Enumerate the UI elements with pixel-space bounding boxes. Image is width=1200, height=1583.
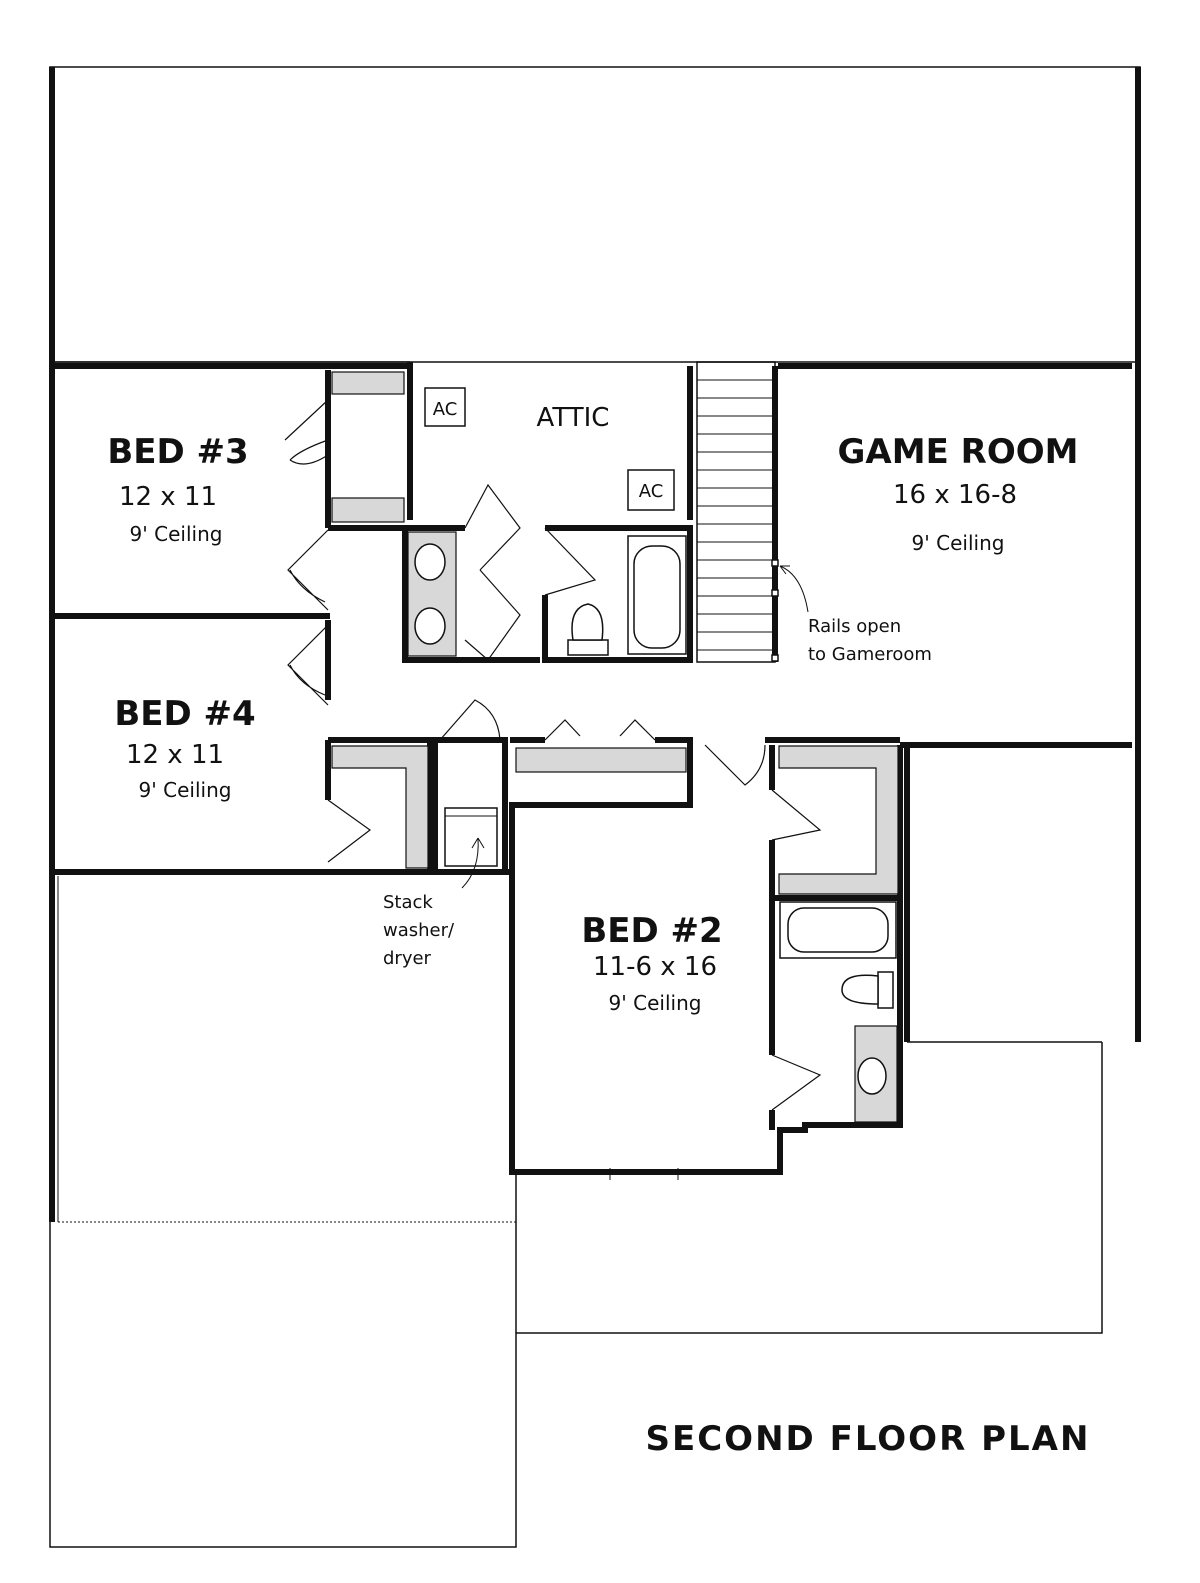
plan-title: SECOND FLOOR PLAN: [646, 1419, 1091, 1459]
bed2-ceiling: 9' Ceiling: [609, 991, 702, 1015]
room-labels: BED #3 12 x 11 9' Ceiling BED #4 12 x 11…: [107, 399, 1078, 1015]
bed3-name: BED #3: [107, 432, 248, 472]
bed3-size: 12 x 11: [119, 482, 217, 512]
bed4-ceiling: 9' Ceiling: [139, 778, 232, 802]
closet-shelves: [331, 371, 899, 1123]
gameroom-ceiling: 9' Ceiling: [912, 531, 1005, 555]
doors: [284, 399, 822, 1180]
stairs: [696, 361, 779, 663]
bath-fixtures: [414, 535, 897, 1095]
ac-unit-box: [424, 387, 466, 427]
laundry-note-line1: Stack: [383, 892, 433, 913]
ac-unit-box: [627, 469, 675, 511]
interior-walls: [325, 370, 900, 1130]
gameroom-size: 16 x 16-8: [893, 480, 1017, 510]
ac-label-2: AC: [639, 481, 664, 502]
laundry-note-line3: dryer: [383, 948, 432, 969]
bed4-size: 12 x 11: [126, 740, 224, 770]
bed2-name: BED #2: [581, 911, 722, 951]
ac-units: [424, 387, 675, 511]
gameroom-name: GAME ROOM: [838, 432, 1079, 472]
note-arrows: [461, 565, 809, 889]
laundry-note-line2: washer/: [383, 920, 455, 941]
bed3-ceiling: 9' Ceiling: [130, 522, 223, 546]
rails-note-line2: to Gameroom: [808, 644, 932, 665]
notes: Rails open to Gameroom Stack washer/ dry…: [383, 616, 932, 969]
attic-label: ATTIC: [537, 403, 610, 433]
ac-label-1: AC: [433, 399, 458, 420]
bed2-size: 11-6 x 16: [593, 952, 717, 982]
bed4-name: BED #4: [114, 694, 255, 734]
rails-note-line1: Rails open: [808, 616, 901, 637]
